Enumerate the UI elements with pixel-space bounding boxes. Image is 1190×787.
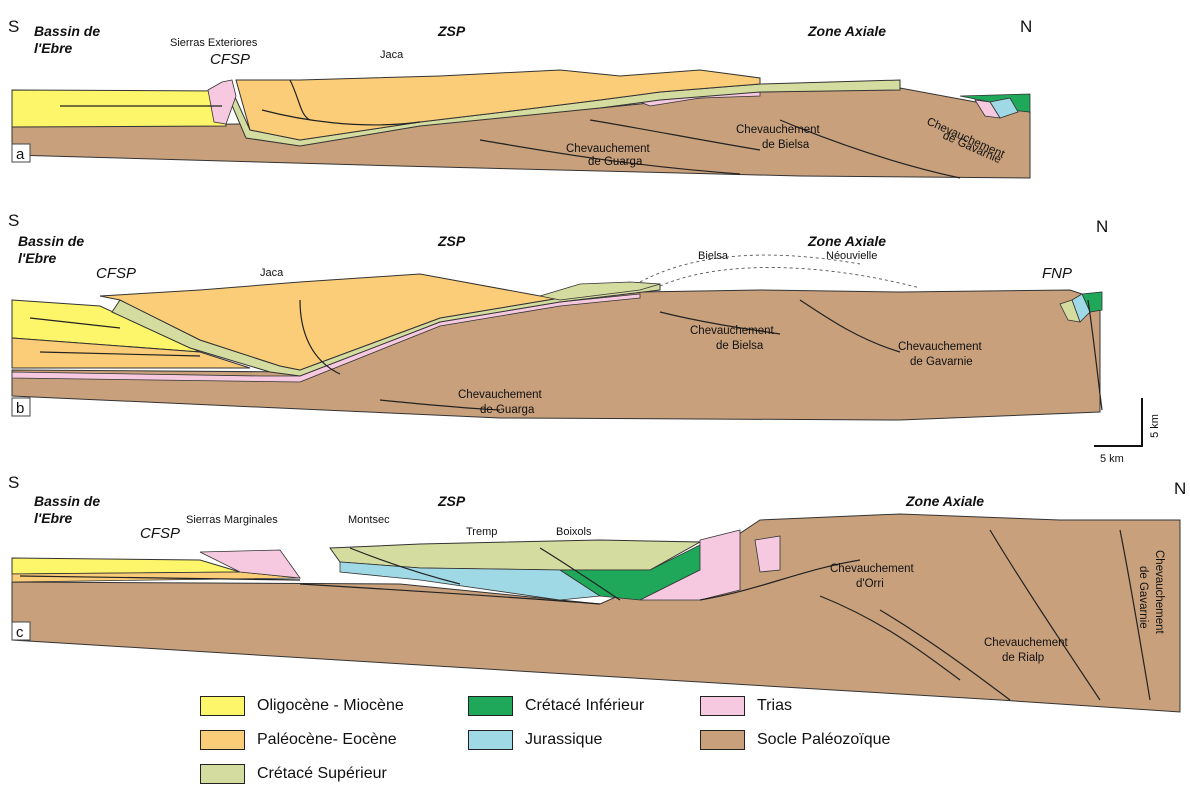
erosion-dashes-b xyxy=(640,255,920,288)
region-bassin-b-2: l'Ebre xyxy=(18,250,57,266)
legend-swatch xyxy=(700,730,745,750)
place-bielsa-b: Bielsa xyxy=(698,250,729,262)
thrust-guarga-b-2: de Guarga xyxy=(480,404,535,416)
legend-swatch xyxy=(468,696,513,716)
legend-label: Paléocène- Eocène xyxy=(257,731,397,749)
region-axiale-b: Zone Axiale xyxy=(807,233,886,249)
section-b: b S N Bassin de l'Ebre ZSP Zone Axiale C… xyxy=(8,211,1108,420)
legend-item-socle: Socle Paléozoïque xyxy=(700,730,890,750)
panel-label-c: c xyxy=(16,624,24,641)
panel-label-a: a xyxy=(16,146,25,163)
legend-swatch xyxy=(200,730,245,750)
section-a: a S N Bassin de l'Ebre ZSP Zone Axiale S… xyxy=(8,17,1032,178)
thrust-rialp-c-2: de Rialp xyxy=(1002,652,1044,664)
scale-horizontal-label: 5 km xyxy=(1100,453,1124,465)
legend-item-paleocene: Paléocène- Eocène xyxy=(200,730,397,750)
direction-north-a: N xyxy=(1020,17,1032,36)
legend-label: Crétacé Inférieur xyxy=(525,697,644,715)
legend-swatch xyxy=(700,696,745,716)
place-boixols-c: Boixols xyxy=(556,526,592,538)
thrust-orri-c-2: d'Orri xyxy=(856,578,884,590)
place-jaca-b: Jaca xyxy=(260,267,284,279)
region-zsp-c: ZSP xyxy=(437,493,466,509)
thrust-rialp-c-1: Chevauchement xyxy=(984,637,1069,649)
thrust-bielsa-a-1: Chevauchement xyxy=(736,124,821,136)
region-bassin-a-2: l'Ebre xyxy=(34,40,73,56)
region-bassin-b-1: Bassin de xyxy=(18,233,84,249)
legend-label: Trias xyxy=(757,697,792,715)
region-axiale-c: Zone Axiale xyxy=(905,493,984,509)
cfsp-b: CFSP xyxy=(96,265,136,282)
region-zsp-a: ZSP xyxy=(437,23,466,39)
region-bassin-c-2: l'Ebre xyxy=(34,510,73,526)
oligo-c xyxy=(12,558,240,574)
thrust-gavarnie-c-2: de Gavarnie xyxy=(1137,566,1149,629)
legend-swatch xyxy=(200,696,245,716)
thrust-gavarnie-b-1: Chevauchement xyxy=(898,341,983,353)
thrust-guarga-a-2: de Guarga xyxy=(588,156,643,168)
legend-item-trias: Trias xyxy=(700,696,792,716)
legend: Oligocène - Miocène Crétacé Inférieur Tr… xyxy=(200,690,960,785)
cfsp-a: CFSP xyxy=(210,51,250,68)
scale-bar: 5 km 5 km xyxy=(1094,398,1161,465)
place-sierras-a: Sierras Exteriores xyxy=(170,37,258,49)
thrust-guarga-a-1: Chevauchement xyxy=(566,143,651,155)
thrust-orri-c-1: Chevauchement xyxy=(830,563,915,575)
thrust-bielsa-a-2: de Bielsa xyxy=(762,139,810,151)
direction-north-c: N xyxy=(1174,479,1186,498)
scale-vertical-label: 5 km xyxy=(1149,414,1161,438)
legend-item-jurassique: Jurassique xyxy=(468,730,602,750)
legend-item-oligocene: Oligocène - Miocène xyxy=(200,696,404,716)
legend-label: Oligocène - Miocène xyxy=(257,697,404,715)
section-c: c S N Bassin de l'Ebre ZSP Zone Axiale C… xyxy=(8,473,1186,712)
legend-swatch xyxy=(200,764,245,784)
region-zsp-b: ZSP xyxy=(437,233,466,249)
legend-item-cretace-inferieur: Crétacé Inférieur xyxy=(468,696,644,716)
region-bassin-a-1: Bassin de xyxy=(34,23,100,39)
region-axiale-a: Zone Axiale xyxy=(807,23,886,39)
place-tremp-c: Tremp xyxy=(466,526,497,538)
legend-label: Jurassique xyxy=(525,731,602,749)
thrust-gavarnie-c-1: Chevauchement xyxy=(1153,550,1165,635)
place-jaca-a: Jaca xyxy=(380,49,404,61)
place-sierras-c: Sierras Marginales xyxy=(186,514,278,526)
place-montsec-c: Montsec xyxy=(348,514,390,526)
oligo-a xyxy=(12,90,226,127)
legend-item-cretace-superieur: Crétacé Supérieur xyxy=(200,764,387,784)
thrust-guarga-b-1: Chevauchement xyxy=(458,389,543,401)
thrust-gavarnie-b-2: de Gavarnie xyxy=(910,356,973,368)
panel-label-b: b xyxy=(16,400,24,417)
region-bassin-c-1: Bassin de xyxy=(34,493,100,509)
thrust-bielsa-b-1: Chevauchement xyxy=(690,325,775,337)
legend-swatch xyxy=(468,730,513,750)
legend-label: Socle Paléozoïque xyxy=(757,731,890,749)
direction-south-c: S xyxy=(8,473,19,492)
direction-north-b: N xyxy=(1096,217,1108,236)
direction-south-b: S xyxy=(8,211,19,230)
fnp-b: FNP xyxy=(1042,265,1072,282)
direction-south-a: S xyxy=(8,17,19,36)
thrust-bielsa-b-2: de Bielsa xyxy=(716,340,764,352)
cfsp-c: CFSP xyxy=(140,525,180,542)
legend-label: Crétacé Supérieur xyxy=(257,765,387,783)
place-neouvielle-b: Néouvielle xyxy=(826,250,877,262)
